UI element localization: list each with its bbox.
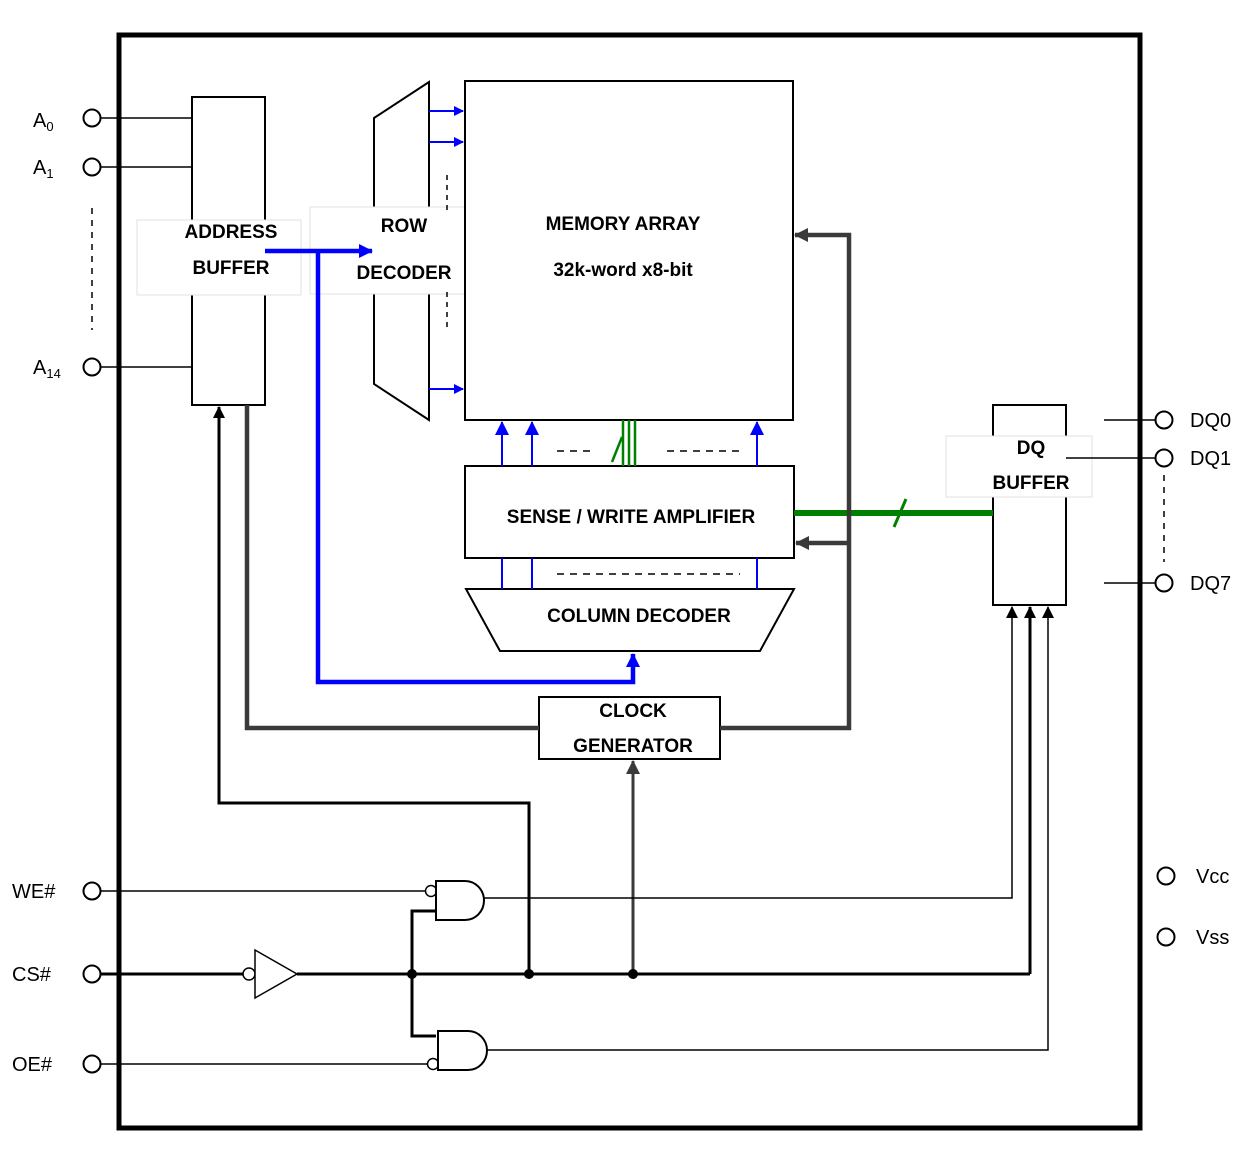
dq-buffer-label-box — [945, 435, 1093, 498]
memory-array: MEMORY ARRAY 32k-word x8-bit — [464, 80, 794, 421]
pin-oe[interactable]: OE# — [12, 1054, 428, 1076]
address-bus — [265, 244, 640, 685]
pin-a0-label: A — [33, 110, 47, 132]
pin-vss[interactable]: Vss — [1156, 927, 1230, 949]
pin-dq7[interactable]: DQ7 — [1104, 573, 1231, 595]
junction-dot — [628, 969, 638, 979]
memory-array-title: MEMORY ARRAY — [546, 214, 701, 235]
pin-oe-terminal — [82, 1054, 102, 1074]
column-decoder: COLUMN DECODER — [464, 588, 796, 652]
memory-array-size: 32k-word x8-bit — [553, 260, 693, 281]
pin-we-label: WE# — [12, 881, 56, 903]
pin-a14-label: A — [33, 357, 47, 379]
junction-dot — [524, 969, 534, 979]
junction-dot — [407, 969, 417, 979]
pin-we[interactable]: WE# — [12, 881, 425, 903]
pin-a1-terminal — [82, 157, 102, 177]
sense-write-amplifier: SENSE / WRITE AMPLIFIER — [464, 465, 795, 559]
pin-dq7-terminal — [1154, 573, 1174, 593]
pin-a1-label: A — [33, 157, 47, 179]
dq-buffer: DQ BUFFER — [945, 404, 1093, 606]
column-select-lines — [501, 558, 758, 589]
pin-dq0-label: DQ0 — [1190, 410, 1231, 432]
pin-a0-subscript: 0 — [46, 119, 53, 134]
pin-cs[interactable]: CS# — [12, 964, 243, 986]
clock-lines — [244, 228, 852, 731]
pin-vcc-label: Vcc — [1196, 866, 1229, 888]
chip-select-bus — [213, 406, 1036, 1038]
pin-a1-subscript: 1 — [46, 166, 53, 181]
pin-a0[interactable]: A0 — [33, 108, 192, 135]
pin-dq0-terminal — [1154, 410, 1174, 430]
pin-cs-label: CS# — [12, 964, 52, 986]
cs-inverter — [242, 948, 299, 1000]
pin-a14-subscript: 14 — [46, 366, 60, 381]
address-buffer: ADDRESS BUFFER — [136, 96, 302, 406]
pin-dq1-label: DQ1 — [1190, 448, 1231, 470]
clock-generator-label-1: CLOCK — [599, 701, 667, 722]
control-pins: WE# CS# OE# — [12, 881, 428, 1076]
svg-text:A1: A1 — [33, 157, 54, 181]
address-pins: A0 A1 A14 — [33, 108, 192, 381]
data-bus — [794, 498, 993, 528]
pin-vss-label: Vss — [1196, 927, 1229, 949]
pin-a1[interactable]: A1 — [33, 157, 192, 181]
data-pins: DQ0 DQ1 DQ7 — [1066, 410, 1231, 595]
pin-dq1[interactable]: DQ1 — [1066, 448, 1231, 470]
address-buffer-label-2: BUFFER — [192, 258, 269, 279]
pin-vss-terminal — [1156, 927, 1176, 947]
oe-and-gate — [426, 606, 1054, 1071]
row-decoder-label-2: DECODER — [356, 263, 451, 284]
pin-vcc-terminal — [1156, 866, 1176, 886]
pin-a0-terminal — [82, 108, 102, 128]
row-select-lines — [429, 106, 464, 394]
bit-lines-up — [495, 420, 764, 466]
pin-dq0[interactable]: DQ0 — [1104, 410, 1231, 432]
dq-buffer-label-1: DQ — [1017, 438, 1046, 459]
chip-outline — [116, 32, 1143, 1131]
pin-dq1-terminal — [1154, 448, 1174, 468]
we-and-gate — [424, 606, 1018, 921]
dq-buffer-label-2: BUFFER — [992, 473, 1069, 494]
clock-generator-label-2: GENERATOR — [573, 736, 693, 757]
pin-vcc[interactable]: Vcc — [1156, 866, 1230, 888]
pin-dq7-label: DQ7 — [1190, 573, 1231, 595]
svg-text:A14: A14 — [33, 357, 61, 381]
pin-cs-terminal — [82, 964, 102, 984]
power-pins: Vcc Vss — [1156, 866, 1230, 949]
address-buffer-label-1: ADDRESS — [185, 222, 278, 243]
pin-oe-label: OE# — [12, 1054, 53, 1076]
pin-a14[interactable]: A14 — [33, 357, 192, 381]
pin-a14-terminal — [82, 357, 102, 377]
row-decoder-label-1: ROW — [381, 216, 428, 237]
sense-write-amplifier-label: SENSE / WRITE AMPLIFIER — [507, 507, 756, 528]
address-buffer-label-box — [136, 219, 302, 296]
column-decoder-label: COLUMN DECODER — [547, 606, 731, 627]
svg-text:A0: A0 — [33, 110, 54, 134]
clock-generator: CLOCK GENERATOR — [538, 696, 721, 760]
pin-we-terminal — [82, 881, 102, 901]
